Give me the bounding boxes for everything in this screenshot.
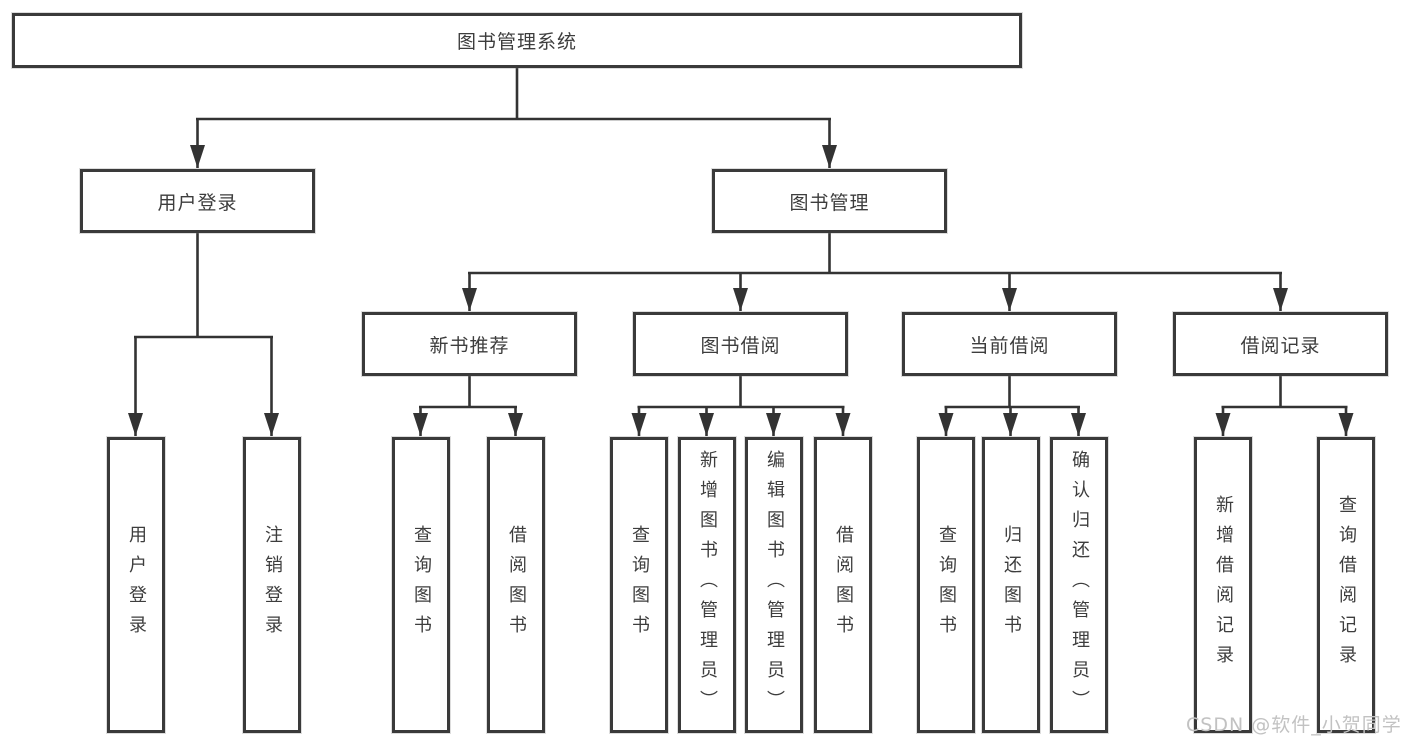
node-user-login-label: 用户登录 xyxy=(157,191,238,214)
node-root: 图书管理系统 xyxy=(12,13,1022,68)
node-book-borrow-label: 图书借阅 xyxy=(700,334,781,357)
leaf-current-query-book: 查询图书 xyxy=(917,437,975,733)
node-current-borrow-label: 当前借阅 xyxy=(969,334,1050,357)
leaf-record-add-record-label: 新增借阅记录 xyxy=(1213,495,1234,675)
leaf-logout: 注销登录 xyxy=(243,437,301,733)
leaf-logout-label: 注销登录 xyxy=(262,525,283,645)
node-root-label: 图书管理系统 xyxy=(456,31,577,53)
leaf-borrow-query-book-label: 查询图书 xyxy=(629,525,650,645)
leaf-record-query-record-label: 查询借阅记录 xyxy=(1336,495,1357,675)
leaf-newbook-borrow-book: 借阅图书 xyxy=(487,437,545,733)
leaf-record-add-record: 新增借阅记录 xyxy=(1194,437,1252,733)
node-book-mgmt: 图书管理 xyxy=(712,169,947,233)
leaf-borrow-edit-book: 编辑图书（管理员） xyxy=(745,437,803,733)
node-borrow-record: 借阅记录 xyxy=(1173,312,1388,376)
leaf-current-confirm-return-label: 确认归还（管理员） xyxy=(1069,450,1090,720)
leaf-newbook-query-book: 查询图书 xyxy=(392,437,450,733)
node-new-book-recommend: 新书推荐 xyxy=(362,312,577,376)
csdn-watermark: CSDN @软件_小贺同学 xyxy=(1186,714,1402,736)
node-book-borrow: 图书借阅 xyxy=(633,312,848,376)
leaf-user-login: 用户登录 xyxy=(107,437,165,733)
leaf-current-return-book-label: 归还图书 xyxy=(1001,525,1022,645)
leaf-newbook-borrow-book-label: 借阅图书 xyxy=(506,525,527,645)
leaf-current-return-book: 归还图书 xyxy=(982,437,1040,733)
leaf-borrow-edit-book-label: 编辑图书（管理员） xyxy=(764,450,785,720)
leaf-borrow-query-book: 查询图书 xyxy=(610,437,668,733)
node-new-book-recommend-label: 新书推荐 xyxy=(429,334,510,357)
leaf-borrow-add-book-label: 新增图书（管理员） xyxy=(697,450,718,720)
leaf-borrow-add-book: 新增图书（管理员） xyxy=(678,437,736,733)
node-borrow-record-label: 借阅记录 xyxy=(1240,334,1321,357)
leaf-current-query-book-label: 查询图书 xyxy=(936,525,957,645)
leaf-current-confirm-return: 确认归还（管理员） xyxy=(1050,437,1108,733)
leaf-record-query-record: 查询借阅记录 xyxy=(1317,437,1375,733)
node-current-borrow: 当前借阅 xyxy=(902,312,1117,376)
leaf-borrow-borrow-book: 借阅图书 xyxy=(814,437,872,733)
node-user-login: 用户登录 xyxy=(80,169,315,233)
leaf-user-login-label: 用户登录 xyxy=(126,525,147,645)
node-book-mgmt-label: 图书管理 xyxy=(789,191,870,214)
leaf-borrow-borrow-book-label: 借阅图书 xyxy=(833,525,854,645)
leaf-newbook-query-book-label: 查询图书 xyxy=(411,525,432,645)
